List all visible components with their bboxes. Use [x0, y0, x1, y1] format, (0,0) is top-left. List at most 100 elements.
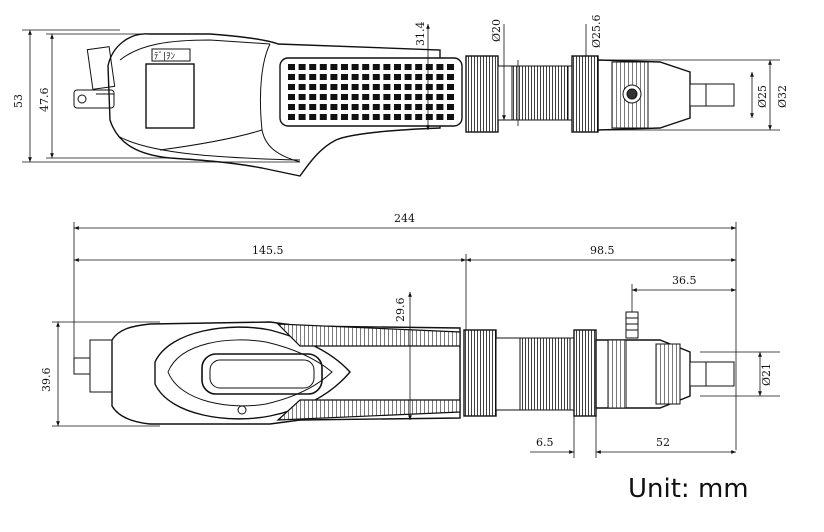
grip-dot	[351, 74, 359, 80]
grip-dot	[383, 64, 391, 70]
top-view: ﾃﾞ|ｦﾝ	[73, 33, 735, 177]
grip-dot	[447, 94, 454, 100]
air-fitting	[625, 311, 639, 339]
grip-dot	[330, 114, 338, 120]
grip-dot	[341, 84, 348, 90]
grip-dot	[372, 84, 380, 90]
dim-244: 244	[394, 212, 415, 225]
dim-d25: Ø25	[756, 85, 769, 108]
grip-dot	[288, 94, 295, 100]
dim-53: 53	[12, 94, 25, 108]
grip-dot	[383, 104, 391, 110]
grip-dot	[309, 104, 317, 110]
grip-dot	[341, 64, 348, 70]
grip-dot	[447, 114, 454, 120]
grip-dot	[436, 94, 444, 100]
grip-dot	[351, 114, 359, 120]
dim-52: 52	[656, 436, 670, 449]
grip-dot	[404, 84, 412, 90]
grip-dot	[288, 74, 295, 80]
side-bit	[689, 361, 735, 387]
grip-dot	[436, 64, 444, 70]
grip-dot	[447, 74, 454, 80]
grip-dot	[309, 74, 317, 80]
grip-dot	[404, 64, 412, 70]
grip-dot	[436, 74, 444, 80]
grip-dot	[362, 104, 370, 110]
hanger-hook	[73, 89, 115, 109]
top-dimensions	[22, 24, 780, 163]
grip-dot	[383, 94, 391, 100]
grip-dot	[309, 114, 317, 120]
dim-39-6: 39.6	[40, 368, 53, 393]
side-body-outline	[111, 321, 461, 425]
dim-31-4: 31.4	[414, 22, 427, 47]
grip-dot	[298, 74, 306, 80]
grip-dot	[362, 84, 370, 90]
grip-dot	[425, 64, 433, 70]
grip-dot	[415, 104, 423, 110]
grip-dot	[425, 104, 433, 110]
grip-dot	[351, 84, 359, 90]
grip-dot	[436, 104, 444, 110]
dim-d32: Ø32	[776, 85, 789, 108]
grip-ribs	[279, 57, 463, 127]
grip-dot	[436, 114, 444, 120]
grip-dot	[404, 104, 412, 110]
grip-dot	[394, 94, 401, 100]
grip-dot	[288, 114, 295, 120]
grip-dot	[341, 94, 348, 100]
side-window	[201, 353, 323, 395]
dim-d21: Ø21	[760, 363, 773, 386]
grip-dot	[394, 114, 401, 120]
grip-dot	[415, 114, 423, 120]
grip-dot	[362, 94, 370, 100]
grip-dot	[362, 74, 370, 80]
grip-dot	[288, 64, 295, 70]
grip-dot	[341, 74, 348, 80]
lower-grip-ribs	[276, 399, 461, 421]
grip-dot	[447, 84, 454, 90]
display-window	[145, 63, 195, 129]
grip-dot	[309, 94, 317, 100]
side-view	[73, 311, 735, 425]
grip-dot	[309, 84, 317, 90]
grip-dot	[447, 64, 454, 70]
grip-dot	[341, 114, 348, 120]
side-dimensions	[52, 222, 780, 458]
dim-36-5: 36.5	[672, 274, 697, 287]
grip-dot	[309, 64, 317, 70]
grip-dot	[362, 114, 370, 120]
top-dim-labels: 53 47.6 31.4 Ø20 Ø25.6 Ø25 Ø32	[12, 14, 789, 112]
grip-dot	[330, 84, 338, 90]
grip-dot	[351, 64, 359, 70]
grip-dot	[436, 84, 444, 90]
loop-handle	[154, 326, 351, 420]
dim-29-6: 29.6	[394, 298, 407, 323]
grip-dot	[372, 114, 380, 120]
grip-dot	[404, 74, 412, 80]
dim-47-6: 47.6	[38, 88, 51, 113]
grip-dot	[298, 64, 306, 70]
dim-d25-6: Ø25.6	[590, 14, 603, 48]
grip-dot	[372, 74, 380, 80]
grip-dot	[298, 104, 306, 110]
grip-dot	[404, 94, 412, 100]
grip-dot	[298, 94, 306, 100]
grip-dot	[383, 84, 391, 90]
grip-dot	[341, 104, 348, 110]
grip-dot	[351, 94, 359, 100]
grip-dot	[288, 104, 295, 110]
grip-dot	[404, 114, 412, 120]
grip-dot	[415, 74, 423, 80]
bit	[689, 83, 735, 107]
grip-dot	[298, 114, 306, 120]
grip-dot	[330, 94, 338, 100]
grip-dot	[425, 94, 433, 100]
grip-dot	[415, 94, 423, 100]
grip-dot	[415, 84, 423, 90]
grip-dot	[319, 114, 327, 120]
grip-dot	[415, 64, 423, 70]
grip-dot	[319, 84, 327, 90]
